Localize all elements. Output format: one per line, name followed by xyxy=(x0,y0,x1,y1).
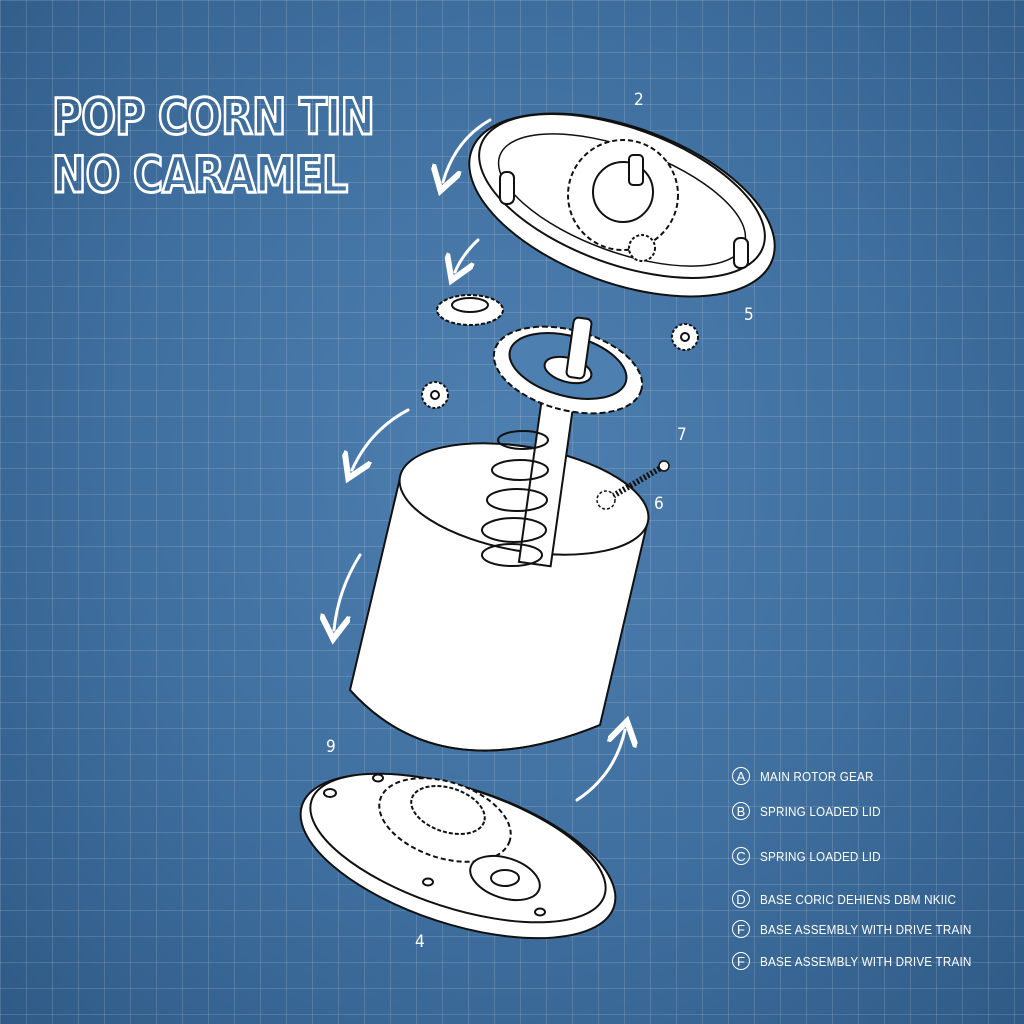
small-gear-right xyxy=(671,323,699,351)
legend-badge: F xyxy=(732,952,750,970)
legend-label: SPRING LOADED LID xyxy=(760,803,881,819)
small-gear-left xyxy=(436,294,504,326)
main-rotor-gear xyxy=(481,316,644,568)
callout-number-5: 5 xyxy=(744,305,754,325)
legend-label: BASE ASSEMBLY WITH DRIVE TRAIN xyxy=(760,953,972,969)
callout-number-4: 4 xyxy=(415,932,425,952)
callout-number-2: 2 xyxy=(634,90,644,110)
legend-badge: A xyxy=(732,767,750,785)
legend-item-b: B SPRING LOADED LID xyxy=(732,802,894,820)
tin-body-part xyxy=(348,442,650,752)
callout-number-7: 7 xyxy=(677,425,687,445)
tension-spring-part xyxy=(596,460,670,510)
legend-label: BASE ASSEMBLY WITH DRIVE TRAIN xyxy=(760,921,972,937)
small-gear-far-left xyxy=(421,381,449,409)
legend-badge: B xyxy=(732,802,750,820)
base-plate-part xyxy=(299,772,617,940)
legend-label: SPRING LOADED LID xyxy=(760,848,881,864)
legend-label: MAIN ROTOR GEAR xyxy=(760,768,874,784)
legend-item-c: C SPRING LOADED LID xyxy=(732,847,894,865)
legend-item-d: D BASE CORIC DEHIENS DBM NKIIC xyxy=(732,890,978,908)
callout-number-6: 6 xyxy=(654,494,664,514)
direction-arrows-icon xyxy=(334,118,625,802)
legend-item-a: A MAIN ROTOR GEAR xyxy=(732,767,886,785)
callout-number-9: 9 xyxy=(326,737,336,757)
lid-part xyxy=(468,112,776,298)
legend-badge: D xyxy=(732,890,750,908)
legend-item-f2: F BASE ASSEMBLY WITH DRIVE TRAIN xyxy=(732,952,995,970)
title-line-2: NO CARAMEL xyxy=(51,145,350,206)
legend-item-f1: F BASE ASSEMBLY WITH DRIVE TRAIN xyxy=(732,920,995,938)
title-line-1: POP CORN TIN xyxy=(51,87,376,148)
diagram-title: POP CORN TIN NO CARAMEL xyxy=(51,87,376,206)
legend-badge: C xyxy=(732,847,750,865)
legend-badge: F xyxy=(732,920,750,938)
legend-label: BASE CORIC DEHIENS DBM NKIIC xyxy=(760,891,957,907)
